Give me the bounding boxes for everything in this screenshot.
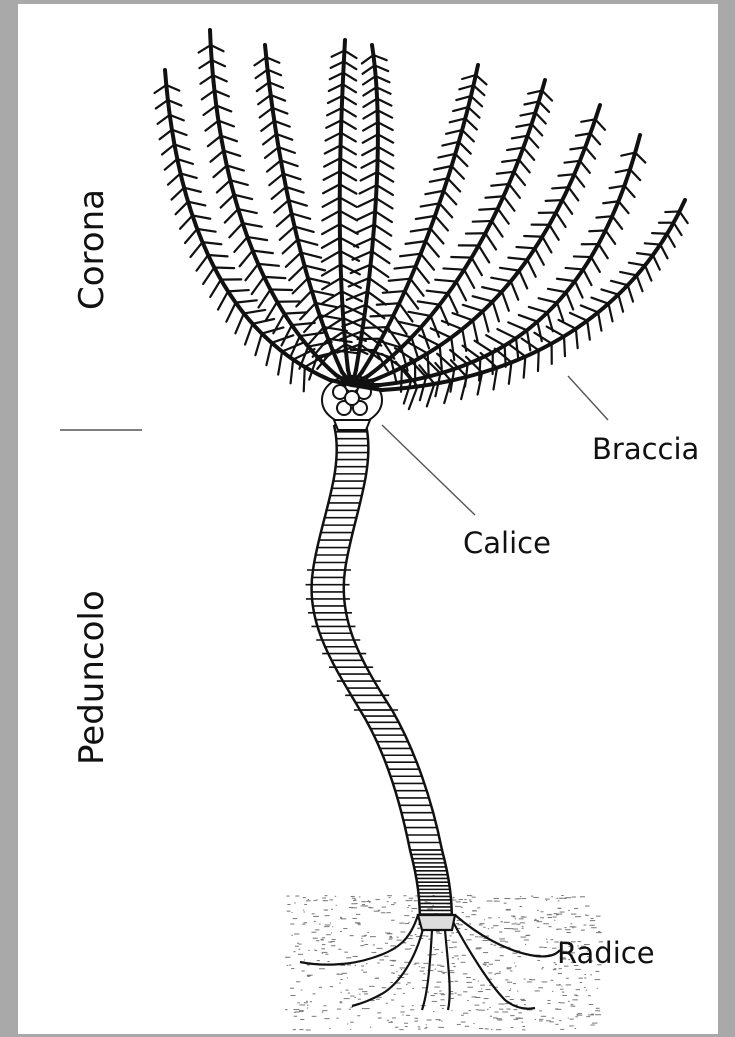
calyx-leader-line (382, 425, 475, 515)
stalk-drawing (306, 425, 452, 925)
arms-label: Braccia (592, 432, 699, 466)
stalk-label: Peduncolo (72, 590, 112, 765)
crown-label: Corona (72, 189, 112, 310)
arms-leader-line (568, 376, 608, 420)
arms-drawing (154, 30, 687, 409)
calyx-label: Calice (463, 526, 551, 560)
root-label: Radice (557, 936, 655, 970)
root-drawing (300, 915, 560, 1010)
